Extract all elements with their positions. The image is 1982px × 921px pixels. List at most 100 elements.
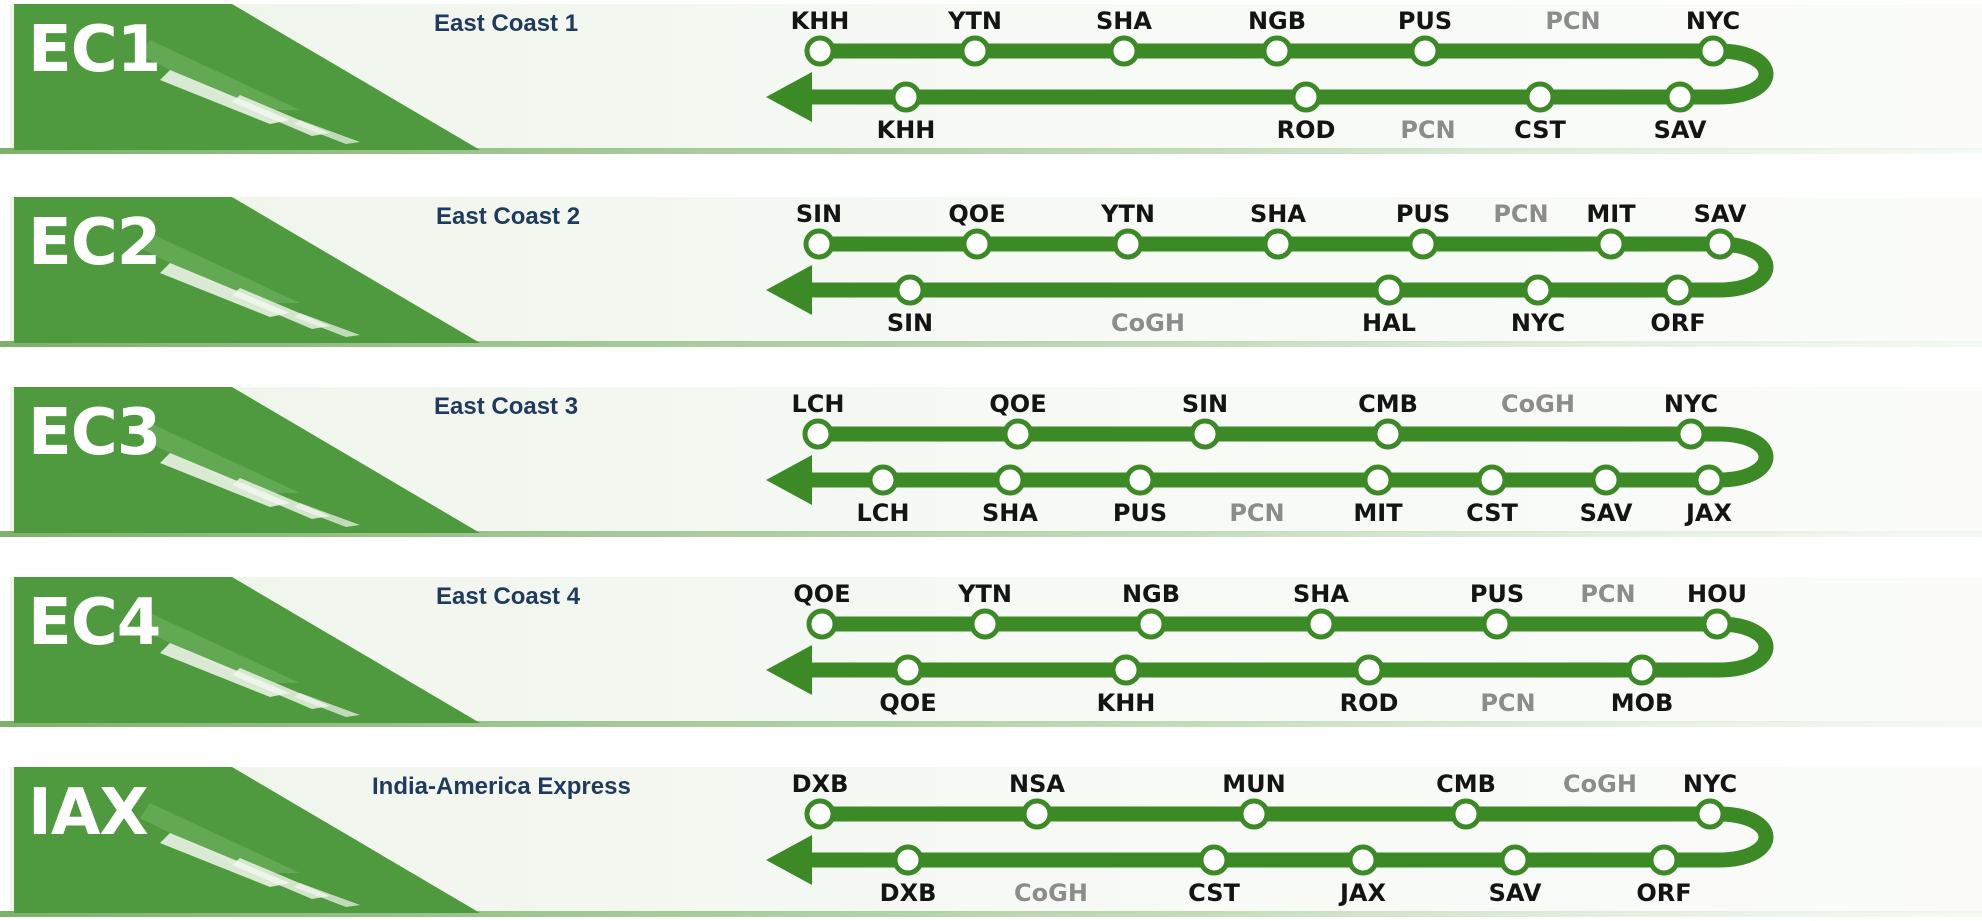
port-label: ORF [1650,309,1705,337]
port-label: PUS [1398,7,1452,35]
port-label: SHA [1250,200,1306,228]
port-label: PUS [1470,580,1524,608]
port-stop-marker [1110,654,1142,686]
port-stop-marker [1198,844,1230,876]
port-stop-marker [894,274,926,306]
transit-label: PCN [1229,499,1284,527]
port-stop-marker [1372,418,1404,450]
port-label: LCH [792,390,845,418]
direction-arrow [766,645,812,695]
port-label: CMB [1436,770,1496,798]
port-stop-marker [1675,418,1707,450]
port-label: YTN [947,7,1002,35]
port-stop-marker [1021,798,1053,830]
service-name: East Coast 1 [434,10,579,37]
port-stop-marker [1238,798,1270,830]
port-stop-marker [961,228,993,260]
port-stop-marker [892,844,924,876]
port-stop-marker [1189,418,1221,450]
port-stop-marker [1595,228,1627,260]
port-stop-marker [804,35,836,67]
port-label: QOE [948,200,1005,228]
direction-arrow [766,72,812,122]
port-stop-marker [1693,464,1725,496]
service-code: EC2 [28,206,161,280]
port-stop-marker [1694,798,1726,830]
band-background [0,577,1982,727]
port-stop-marker [802,418,834,450]
port-stop-marker [969,608,1001,640]
port-stop-marker [1362,464,1394,496]
port-stop-marker [1662,274,1694,306]
transit-label: CoGH [1501,390,1575,418]
service-code: EC1 [28,13,161,87]
port-stop-marker [1409,35,1441,67]
port-label: SHA [1293,580,1349,608]
transit-label: CoGH [1111,309,1185,337]
transit-label: PCN [1480,689,1535,717]
port-stop-marker [1704,228,1736,260]
service-code: IAX [28,776,149,850]
port-label: PUS [1113,499,1167,527]
port-stop-marker [1499,844,1531,876]
port-stop-marker [1135,608,1167,640]
port-label: NYC [1664,390,1718,418]
direction-arrow [766,455,812,505]
port-label: SAV [1489,879,1542,907]
port-label: JAX [1684,499,1733,527]
port-label: QOE [793,580,850,608]
port-label: CST [1188,879,1240,907]
transit-label: PCN [1580,580,1635,608]
port-stop-marker [1112,228,1144,260]
port-label: NYC [1686,7,1740,35]
port-label: SHA [982,499,1038,527]
port-stop-marker [1305,608,1337,640]
transit-label: CoGH [1563,770,1637,798]
transit-label: CoGH [1014,879,1088,907]
port-label: SAV [1580,499,1633,527]
port-label: SAV [1654,116,1707,144]
port-stop-marker [1664,81,1696,113]
port-stop-marker [1108,35,1140,67]
band-background [0,197,1982,347]
port-label: HAL [1362,309,1416,337]
port-stop-marker [1353,654,1385,686]
port-label: MUN [1222,770,1285,798]
transit-label: PCN [1400,116,1455,144]
port-stop-marker [804,798,836,830]
service-name: East Coast 2 [436,203,581,230]
port-stop-marker [1347,844,1379,876]
port-label: ROD [1340,689,1399,717]
port-stop-marker [1262,228,1294,260]
port-label: QOE [989,390,1046,418]
band-background [0,4,1982,154]
port-stop-marker [1648,844,1680,876]
port-label: SIN [1182,390,1228,418]
port-label: NYC [1511,309,1565,337]
direction-arrow [766,265,812,315]
port-label: KHH [791,7,850,35]
port-label: YTN [1100,200,1155,228]
port-stop-marker [1002,418,1034,450]
port-label: NGB [1122,580,1180,608]
port-label: SAV [1694,200,1747,228]
port-label: LCH [857,499,910,527]
direction-arrow [766,835,812,885]
transit-label: PCN [1493,200,1548,228]
port-label: HOU [1687,580,1747,608]
service-code: EC3 [28,396,161,470]
port-stop-marker [959,35,991,67]
band-background [0,767,1982,917]
port-stop-marker [1590,464,1622,496]
port-label: QOE [879,689,936,717]
port-label: CST [1514,116,1566,144]
port-label: ORF [1636,879,1691,907]
port-label: NYC [1683,770,1737,798]
